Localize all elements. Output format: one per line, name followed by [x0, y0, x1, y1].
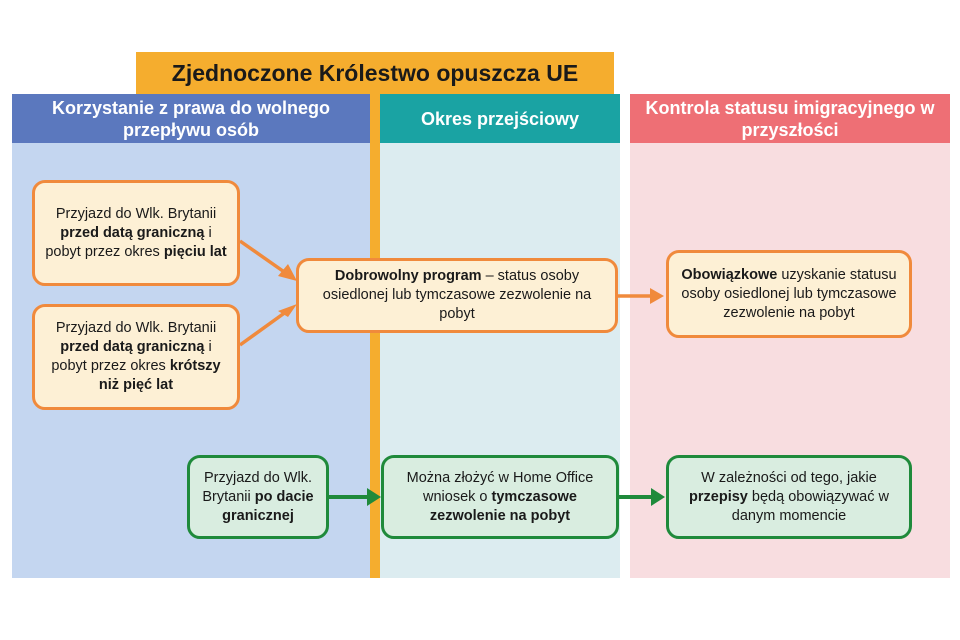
text: i pobyt przez okres: [51, 339, 212, 374]
bold-text: przepisy: [689, 488, 748, 505]
arrowhead-beforeless: [278, 304, 297, 317]
box-arrival-before-less-than-five: Przyjazd do Wlk. Brytanii przed datą gra…: [32, 304, 240, 410]
box-arrival-after-date: Przyjazd do Wlk. Brytanii po dacie grani…: [187, 455, 329, 539]
box-home-office-application: Można złożyć w Home Office wniosek o tym…: [381, 455, 619, 539]
box-voluntary-scheme: Dobrowolny program – status osoby osiedl…: [296, 258, 618, 333]
text: Przyjazd do Wlk. Brytanii: [55, 320, 217, 336]
column-header-future: Kontrola statusu imigracyjnego w przyszł…: [630, 94, 950, 143]
box-arrival-before-five-years: Przyjazd do Wlk. Brytanii przed datą gra…: [32, 180, 240, 286]
bold-text: pięciu lat: [163, 243, 227, 260]
text: będą obowiązywać w danym momencie: [731, 488, 889, 524]
text: Przyjazd do Wlk. Brytanii: [55, 205, 217, 222]
arrowhead-before5: [278, 264, 297, 281]
arrow-beforeless-to-voluntary: [238, 307, 292, 347]
arrow-before5-to-voluntary: [238, 239, 292, 278]
column-header-transition: Okres przejściowy: [380, 94, 620, 143]
text: Przyjazd do Wlk. Brytanii: [202, 469, 312, 505]
bold-text: przed datą graniczną: [60, 339, 205, 355]
text: uzyskanie statusu osoby osiedlonej lub t…: [681, 266, 897, 321]
box-text: Można złożyć w Home Office wniosek o tym…: [394, 469, 606, 526]
text: W zależności od tego, jakie: [701, 469, 877, 486]
bold-text: przed datą graniczną: [60, 224, 205, 241]
text: i pobyt przez okres: [45, 224, 212, 260]
bold-text: Dobrowolny program: [334, 268, 482, 284]
box-text: Przyjazd do Wlk. Brytanii przed datą gra…: [45, 319, 227, 395]
text: Można złożyć w Home Office wniosek o: [406, 469, 594, 505]
arrowhead-after: [367, 488, 381, 506]
box-mandatory-status: Obowiązkowe uzyskanie statusu osoby osie…: [666, 250, 912, 338]
box-text: Obowiązkowe uzyskanie statusu osoby osie…: [679, 266, 899, 323]
box-text: Dobrowolny program – status osoby osiedl…: [309, 267, 605, 324]
bold-text: krótszy niż pięć lat: [98, 358, 221, 393]
bold-text: tymczasowe zezwolenie na pobyt: [429, 488, 577, 524]
arrowhead-homeoffice: [651, 488, 665, 506]
exit-date-bar: [370, 94, 380, 578]
box-text: Przyjazd do Wlk. Brytanii przed datą gra…: [45, 205, 227, 262]
column-header-free-movement: Korzystanie z prawa do wolnego przepływu…: [12, 94, 370, 143]
arrowhead-voluntary: [650, 288, 664, 304]
bold-text: po dacie granicznej: [222, 488, 314, 524]
box-depends-on-rules: W zależności od tego, jakie przepisy będ…: [666, 455, 912, 539]
text: – status osoby osiedlonej lub tymczasowe…: [322, 268, 592, 322]
bold-text: Obowiązkowe: [681, 266, 778, 283]
box-text: W zależności od tego, jakie przepisy będ…: [679, 469, 899, 526]
main-title: Zjednoczone Królestwo opuszcza UE: [136, 52, 614, 94]
box-text: Przyjazd do Wlk. Brytanii po dacie grani…: [200, 469, 316, 526]
